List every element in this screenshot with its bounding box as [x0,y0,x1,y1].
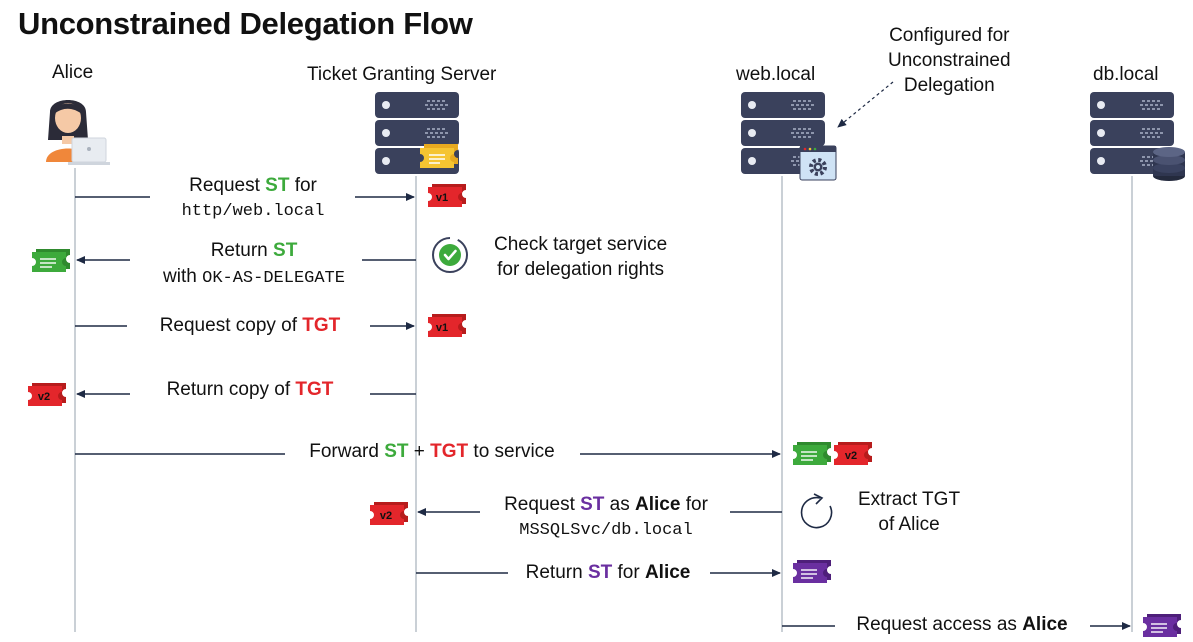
database-icon [1153,147,1185,181]
check-delegation-note: Check target service for delegation righ… [494,234,668,280]
config-pointer-arrow [837,81,894,128]
tgs-tickets-icon [420,144,458,168]
ticket-green-web-icon [793,442,831,465]
actor-db-label: db.local [1093,64,1159,85]
message-request-access: Request access as Alice [856,614,1068,635]
web-config-note: Configured for Unconstrained Delegation [888,25,1011,96]
svg-text:v2: v2 [845,450,857,462]
ticket-purple-web-icon [793,560,831,583]
message-return-st: Return ST with OK-AS-DELEGATE [163,240,345,288]
ticket-v1-request-tgt-icon: v1 [428,314,466,337]
message-request-tgt: Request copy of TGT [159,315,341,336]
ticket-v2-alice-icon: v2 [28,383,66,406]
ticket-v2-web-icon: v2 [834,442,872,465]
alice-avatar-icon [46,100,110,165]
refresh-icon [800,493,833,529]
extract-tgt-note: Extract TGT of Alice [858,489,961,535]
message-request-st-as-alice: Request ST as Alice for MSSQLSvc/db.loca… [504,494,708,540]
gear-window-icon [799,145,837,181]
ticket-purple-db-icon [1143,614,1181,637]
check-circle-icon [432,237,468,273]
svg-text:v1: v1 [436,322,448,334]
lifelines [74,168,1133,632]
svg-text:v2: v2 [380,510,392,522]
ticket-green-alice-icon [32,249,70,272]
message-return-st-for-alice: Return ST for Alice [525,562,691,583]
ticket-v2-tgs-icon: v2 [370,502,408,525]
message-forward-to-service: Forward ST + TGT to service [309,441,555,462]
message-return-tgt: Return copy of TGT [166,379,334,400]
svg-text:v1: v1 [436,192,448,204]
svg-text:v2: v2 [38,391,50,403]
page-title: Unconstrained Delegation Flow [18,6,473,41]
message-request-st: Request ST for http/web.local [181,175,325,221]
actor-alice-label: Alice [52,62,94,83]
actor-web-label: web.local [736,64,816,85]
actor-tgs-label: Ticket Granting Server [307,64,497,85]
ticket-v1-request-st-icon: v1 [428,184,466,207]
